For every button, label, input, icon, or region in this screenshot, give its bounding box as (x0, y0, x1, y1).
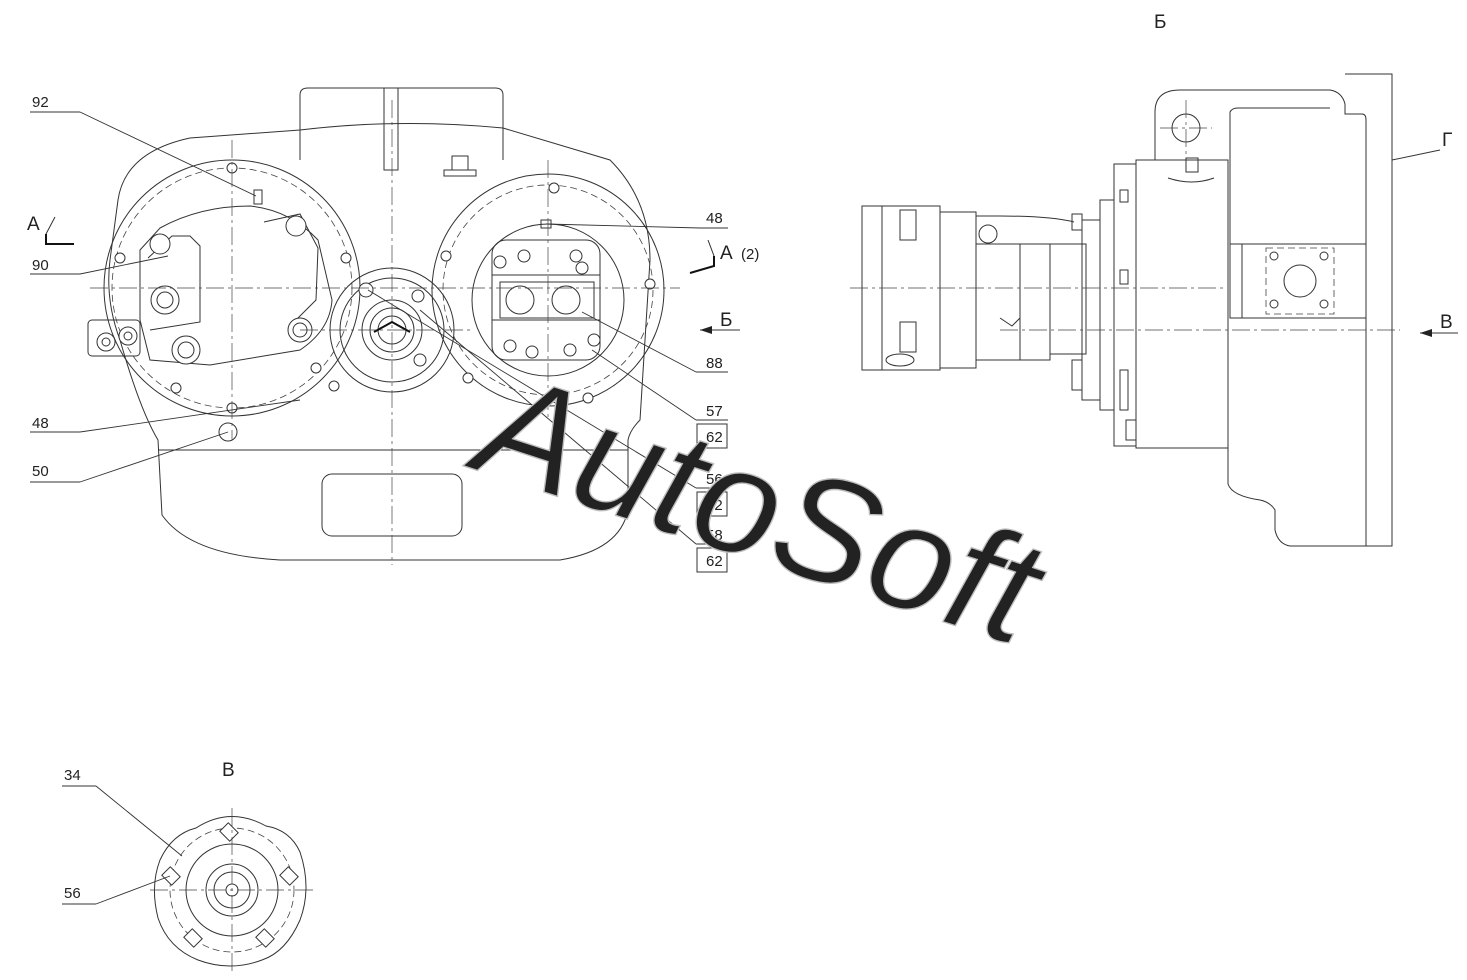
callout-57: 57 (706, 403, 723, 420)
callout-48-left: 48 (32, 415, 49, 432)
callout-62-c: 62 (706, 553, 723, 570)
front-view-gearbox (87, 87, 680, 565)
svg-text:Б: Б (720, 310, 732, 331)
svg-text:А: А (720, 243, 733, 264)
callout-58: 58 (706, 527, 723, 544)
view-v-arrow: В (1420, 312, 1458, 337)
svg-text:В: В (1440, 312, 1453, 333)
view-b-arrow: Б (700, 310, 740, 334)
view-g-label: Г (1442, 130, 1452, 151)
svg-text:(2): (2) (741, 246, 759, 263)
view-b-title: Б (1154, 12, 1166, 33)
watermark: AutoSoft (453, 336, 1065, 678)
view-v-title: В (222, 760, 235, 781)
side-view-b: Б Г (850, 12, 1452, 547)
callout-34: 34 (64, 767, 81, 784)
callout-50: 50 (32, 463, 49, 480)
callout-62-b: 62 (706, 497, 723, 514)
callouts-left: 92 90 48 50 (30, 94, 301, 483)
callout-92: 92 (32, 94, 49, 111)
callout-90: 90 (32, 257, 49, 274)
view-v-detail: В 34 56 (62, 760, 316, 972)
section-a-marker-left: А (27, 214, 74, 245)
callout-48-right: 48 (706, 210, 723, 227)
callout-56-bottom: 56 (64, 885, 81, 902)
callout-56: 56 (706, 471, 723, 488)
callout-88: 88 (706, 355, 723, 372)
svg-text:А: А (27, 214, 40, 235)
callouts-right: 48 88 57 62 56 62 58 62 (367, 210, 728, 573)
section-a-marker-right: А (2) (689, 239, 759, 274)
callout-62-a: 62 (706, 429, 723, 446)
